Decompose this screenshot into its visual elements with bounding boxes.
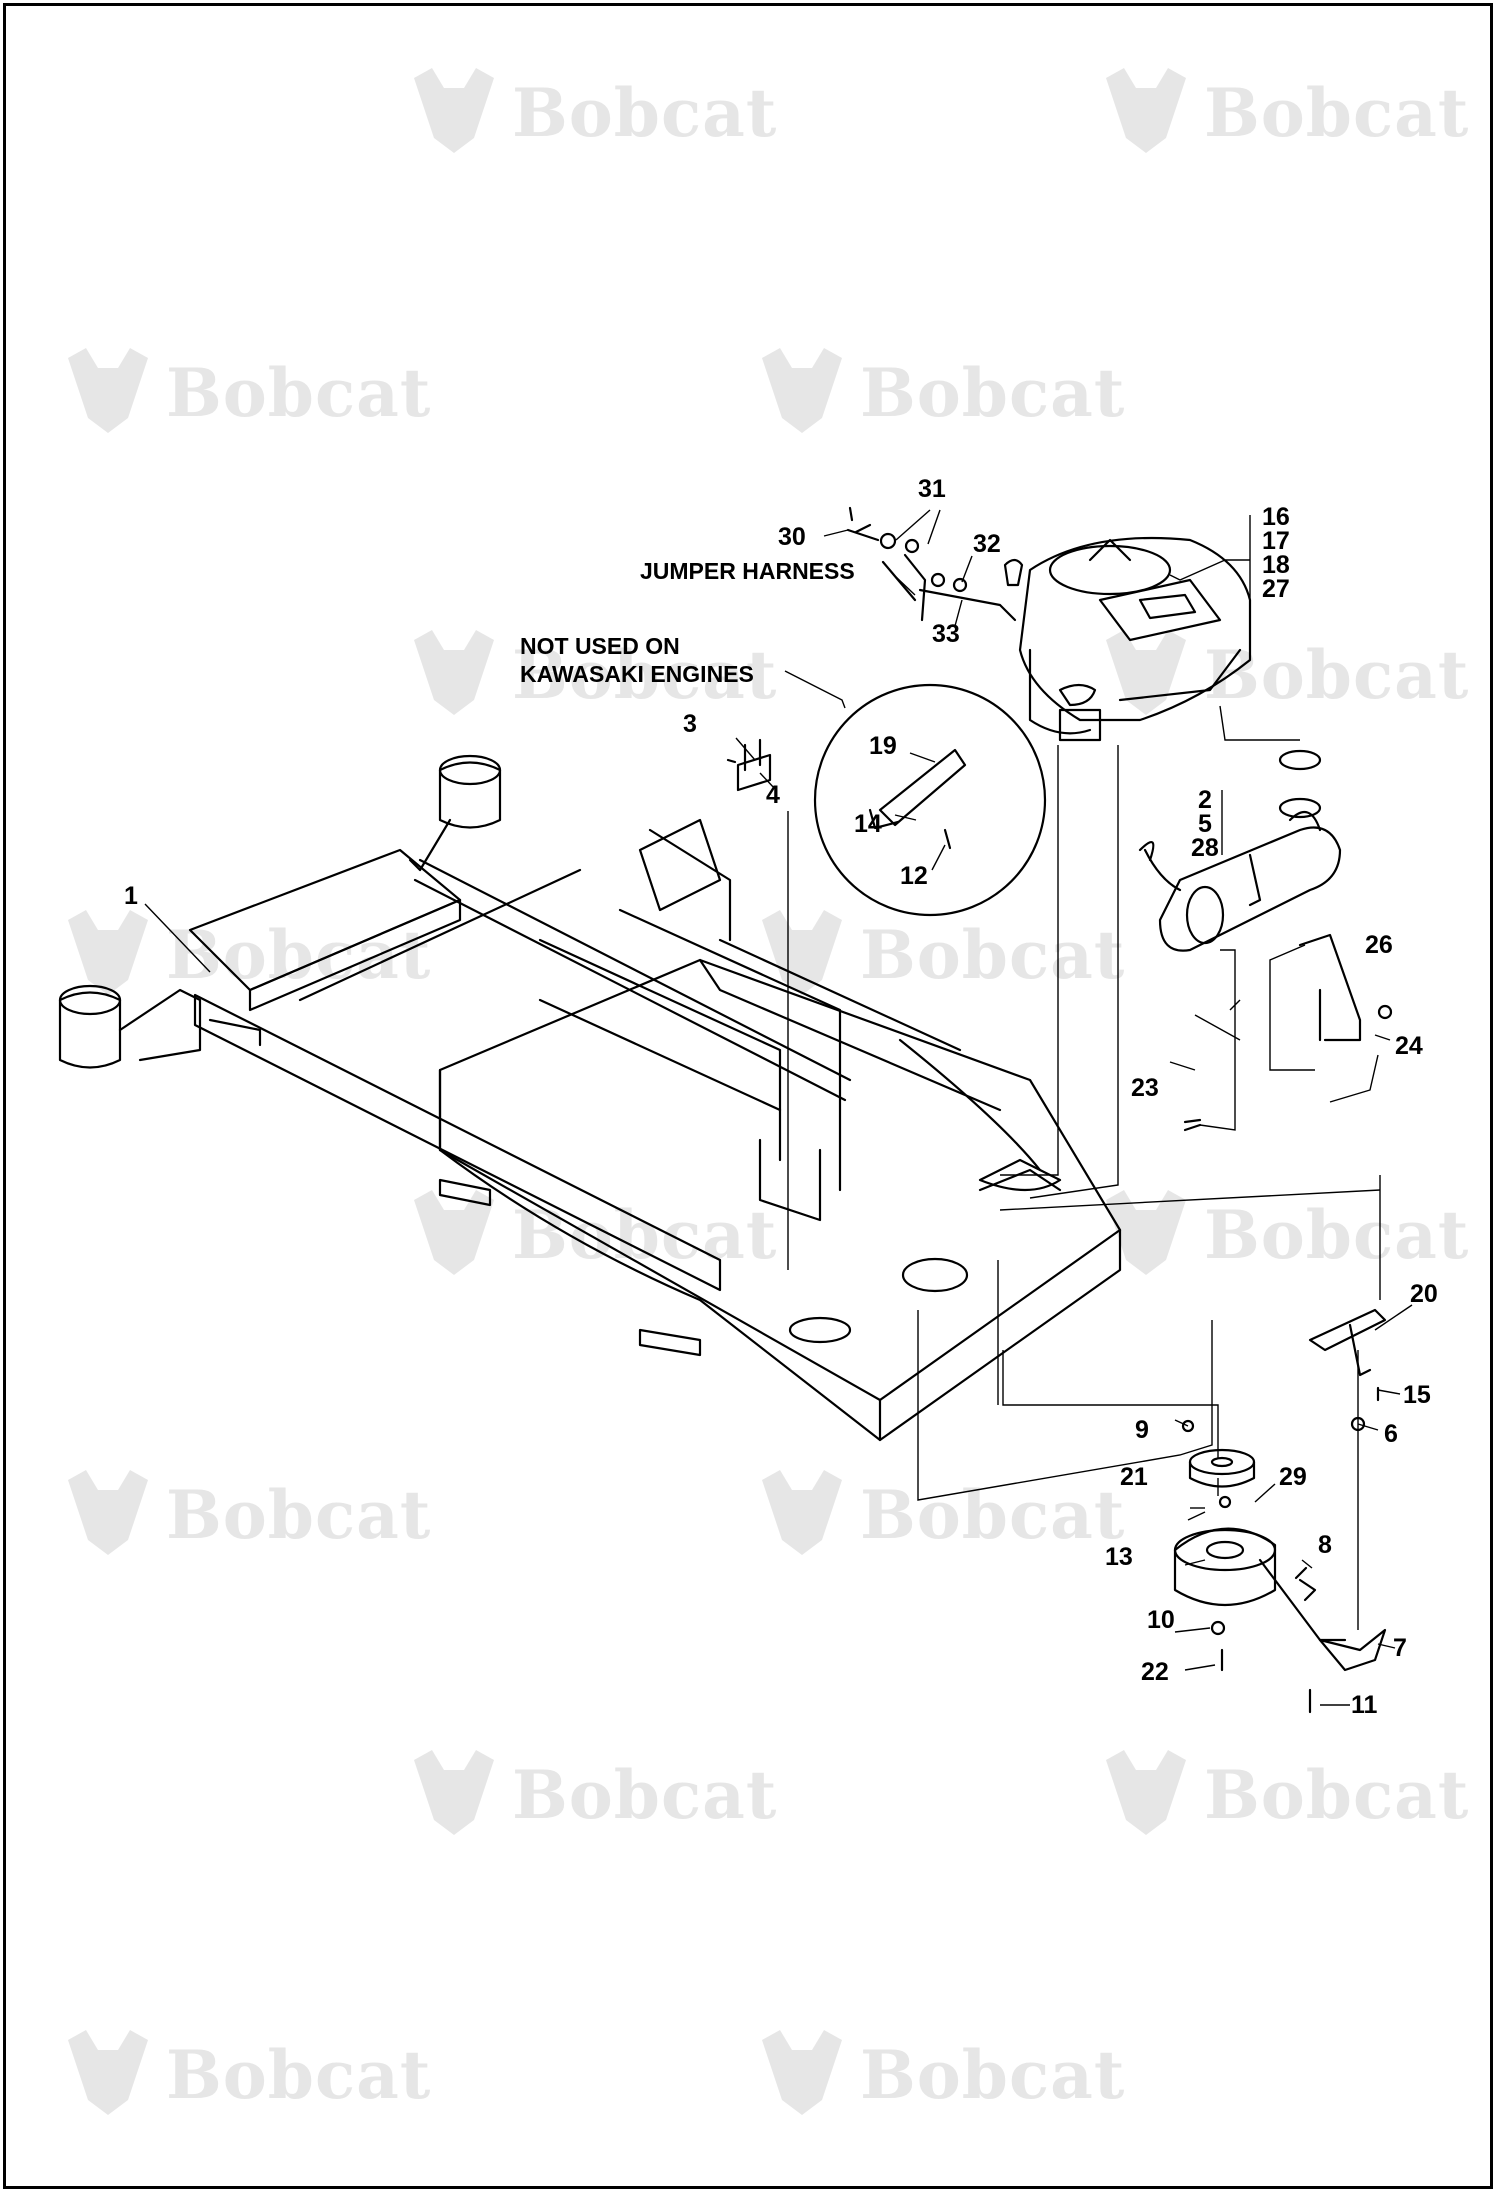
watermark: Bobcat [58,900,438,1010]
watermark-brand: Bobcat [512,1196,778,1274]
muffler [1138,749,1342,952]
engine [1003,536,1252,742]
callout-15: 15 [1403,1381,1431,1409]
callout-9: 9 [1135,1416,1149,1444]
watermark-brand: Bobcat [1204,1196,1470,1274]
note-not-used-line2: KAWASAKI ENGINES [520,661,754,687]
watermark: Bobcat [752,2020,1132,2130]
bobcat-head-logo-icon [762,348,842,433]
callout-1: 1 [124,882,138,910]
seat-plate [188,848,582,1012]
watermark-brand: Bobcat [860,1476,1126,1554]
bobcat-head-logo-icon [68,348,148,433]
callout-11: 11 [1351,1691,1378,1719]
callout-19: 19 [869,732,897,760]
callout-17: 17 [1262,527,1290,555]
watermark-brand: Bobcat [512,74,778,152]
bobcat-head-logo-icon [762,2030,842,2115]
bobcat-head-logo-icon [762,910,842,995]
bobcat-head-logo-icon [414,1750,494,1835]
bobcat-head-logo-icon [414,630,494,715]
watermark-brand: Bobcat [860,2036,1126,2114]
watermark: Bobcat [58,338,438,448]
callout-31: 31 [918,475,946,503]
watermark-brand: Bobcat [860,916,1126,994]
fasteners [848,506,1380,1714]
watermark-brand: Bobcat [166,2036,432,2114]
note-not-used-line1: NOT USED ON [520,633,680,659]
callout-27: 27 [1262,575,1290,603]
callout-16: 16 [1262,503,1290,531]
callout-24: 24 [1395,1032,1423,1060]
bobcat-head-logo-icon [1106,68,1186,153]
watermark: Bobcat [58,1460,438,1570]
bobcat-head-logo-icon [1106,1750,1186,1835]
watermark: Bobcat [404,1740,784,1850]
watermark: Bobcat [404,58,784,168]
watermark-brand: Bobcat [166,1476,432,1554]
watermark-brand: Bobcat [1204,636,1470,714]
callout-26: 26 [1365,931,1393,959]
bobcat-head-logo-icon [68,910,148,995]
jumper-harness-parts [846,528,1017,622]
watermark: Bobcat [1096,1740,1476,1850]
watermark-brand: Bobcat [860,354,1126,432]
bobcat-head-logo-icon [414,1190,494,1275]
callout-28: 28 [1191,834,1219,862]
watermark-brand: Bobcat [166,354,432,432]
watermark: Bobcat [752,1460,1132,1570]
callout-23: 23 [1131,1074,1159,1102]
watermark-brand: Bobcat [512,636,778,714]
bobcat-head-logo-icon [1106,630,1186,715]
watermark-brand: Bobcat [1204,1756,1470,1834]
bobcat-head-logo-icon [762,1470,842,1555]
callout-32: 32 [973,530,1001,558]
callout-5: 5 [1198,810,1212,838]
callout-8: 8 [1318,1531,1332,1559]
callout-7: 7 [1393,1634,1407,1662]
callout-20: 20 [1410,1280,1438,1308]
callout-4: 4 [766,781,780,809]
callout-22: 22 [1141,1658,1169,1686]
watermark: Bobcat [58,2020,438,2130]
callout-21: 21 [1120,1463,1148,1491]
watermark: Bobcat [404,620,784,730]
callout-3: 3 [683,710,697,738]
callout-33: 33 [932,620,960,648]
callout-18: 18 [1262,551,1290,579]
callout-30: 30 [778,523,806,551]
callout-2: 2 [1198,786,1212,814]
watermark: Bobcat [1096,620,1476,730]
main-frame-body [208,818,1122,1442]
watermark-brand: Bobcat [512,1756,778,1834]
watermark: Bobcat [752,900,1132,1010]
watermark-brand: Bobcat [166,916,432,994]
callout-10: 10 [1147,1606,1175,1634]
bobcat-head-logo-icon [1106,1190,1186,1275]
watermark-brand: Bobcat [1204,74,1470,152]
detail-inset [813,683,1047,917]
watermark: Bobcat [1096,1180,1476,1290]
callout-14: 14 [854,810,882,838]
watermark: Bobcat [1096,58,1476,168]
bobcat-head-logo-icon [414,68,494,153]
callout-29: 29 [1279,1463,1307,1491]
callout-12: 12 [900,862,928,890]
watermark: Bobcat [752,338,1132,448]
page-border [3,3,1493,2189]
bobcat-head-logo-icon [68,2030,148,2115]
clutch-bracket [1308,1308,1387,1377]
watermark: Bobcat [404,1180,784,1290]
muffler-bracket [1183,933,1393,1132]
bobcat-head-logo-icon [68,1470,148,1555]
callout-6: 6 [1384,1420,1398,1448]
callout-13: 13 [1105,1543,1133,1571]
note-jumper-harness: JUMPER HARNESS [640,558,855,584]
